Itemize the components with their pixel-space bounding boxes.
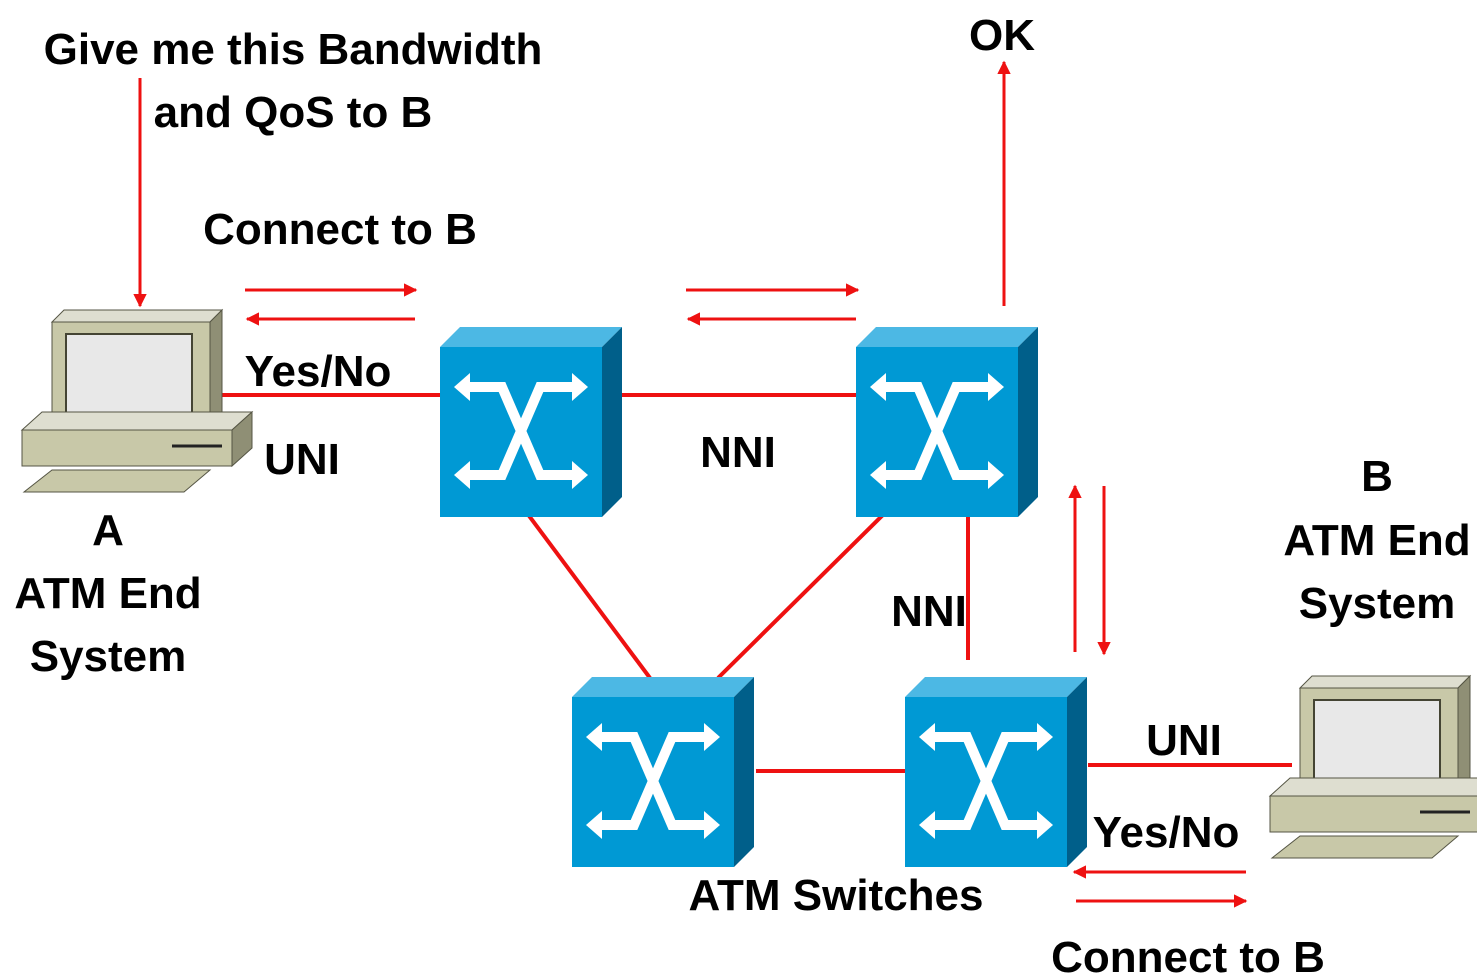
link-sw1-sw3 — [513, 495, 652, 680]
nni-label-top: NNI — [700, 428, 776, 477]
atm-switch-icon — [440, 327, 622, 517]
labels: Give me this Bandwidth and QoS to B Conn… — [14, 11, 1470, 978]
ok-label: OK — [969, 11, 1035, 60]
request-label-line2: and QoS to B — [154, 88, 433, 137]
connect-label-top: Connect to B — [203, 205, 477, 254]
yesno-label-right: Yes/No — [1093, 808, 1240, 857]
yesno-label-left: Yes/No — [245, 347, 392, 396]
endsys-a-label-line2: ATM End — [14, 569, 201, 618]
workstation-icon — [1268, 674, 1477, 860]
atm-switch-icon — [905, 677, 1087, 867]
switches-caption: ATM Switches — [688, 871, 983, 920]
link-sw2-sw3 — [716, 498, 900, 680]
endsys-a-label-line3: System — [30, 632, 187, 681]
workstation-icon — [20, 308, 254, 494]
nni-label-right: NNI — [891, 587, 967, 636]
uni-label-left: UNI — [264, 435, 340, 484]
endsys-b-label-line3: System — [1299, 579, 1456, 628]
atm-switch-icon — [572, 677, 754, 867]
endsys-a-label-line1: A — [92, 506, 124, 555]
endsys-b-label-line1: B — [1361, 452, 1393, 501]
atm-switch-icon — [856, 327, 1038, 517]
endsys-b-label-line2: ATM End — [1283, 516, 1470, 565]
signal-arrows — [133, 60, 1248, 908]
links — [200, 393, 1292, 773]
request-label-line1: Give me this Bandwidth — [44, 25, 543, 74]
connect-label-bottom: Connect to B — [1051, 933, 1325, 978]
uni-label-right: UNI — [1146, 716, 1222, 765]
